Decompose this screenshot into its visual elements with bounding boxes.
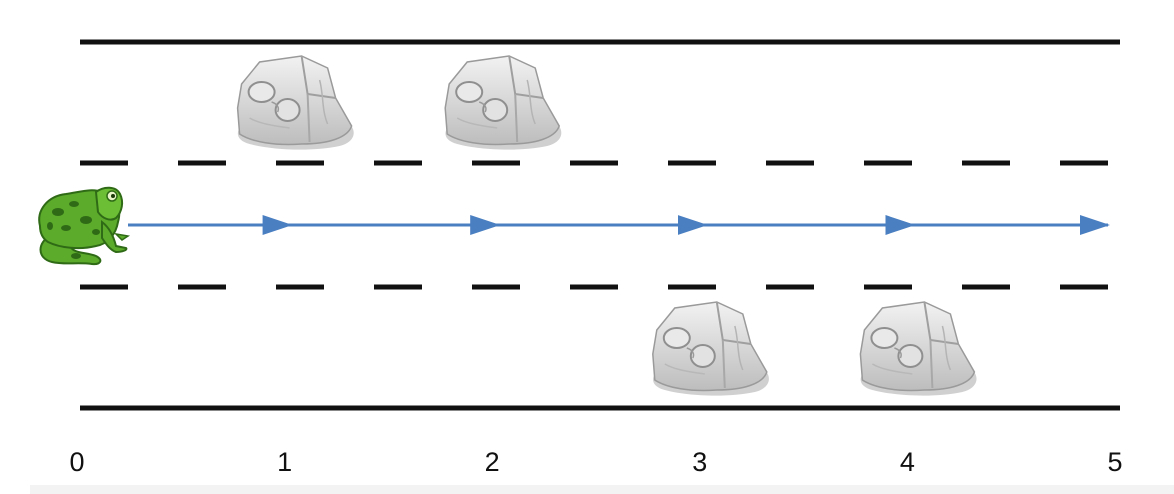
rock-icon [652, 301, 769, 396]
page-bottom-strip [30, 485, 1174, 494]
axis-label-5: 5 [1107, 447, 1123, 477]
axis-label-3: 3 [692, 447, 708, 477]
rocks [236, 55, 977, 396]
axis-label-4: 4 [899, 447, 915, 477]
axis-label-0: 0 [69, 447, 85, 477]
rock-icon [444, 55, 562, 150]
frog-icon [38, 186, 130, 266]
rock-icon [859, 301, 977, 396]
rock-icon [236, 55, 354, 150]
axis-label-1: 1 [277, 447, 293, 477]
axis-label-2: 2 [484, 447, 500, 477]
